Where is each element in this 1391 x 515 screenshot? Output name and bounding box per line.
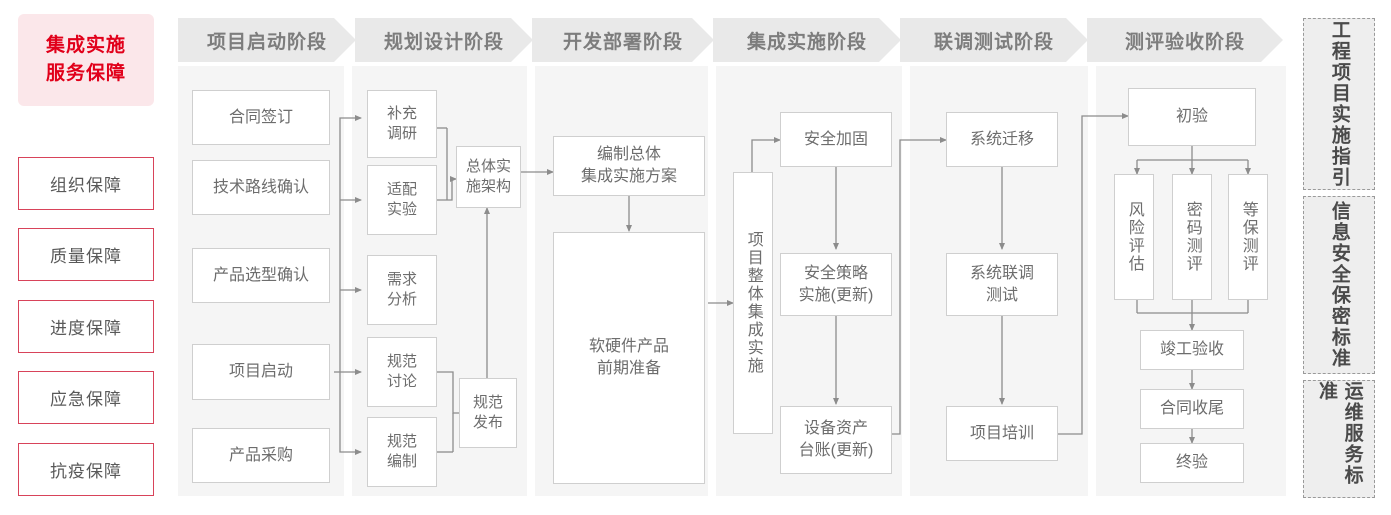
- sidebar-item-label: 质量保障: [50, 247, 122, 266]
- phase-header-joint-test[interactable]: 联调测试阶段: [900, 18, 1088, 62]
- node-classified-protection-evaluation[interactable]: 等保测评: [1228, 174, 1268, 300]
- node-project-kickoff[interactable]: 项目启动: [192, 344, 330, 400]
- node-label: 等保测评: [1239, 201, 1257, 273]
- node-standard-discussion[interactable]: 规范 讨论: [367, 337, 437, 407]
- phase-header-deploy[interactable]: 开发部署阶段: [532, 18, 714, 62]
- sidebar-item-label: 抗疫保障: [50, 462, 122, 481]
- node-label: 技术路线确认: [212, 178, 309, 196]
- node-label: 安全策略 实施(更新): [798, 264, 874, 304]
- node-label: 补充 调研: [386, 104, 417, 142]
- sidebar-item-schedule[interactable]: 进度保障: [18, 300, 154, 353]
- node-risk-assessment[interactable]: 风险评估: [1114, 174, 1154, 300]
- standard-label: 运维服务标准: [1316, 381, 1363, 486]
- node-label: 初验: [1175, 108, 1208, 126]
- node-standard-release[interactable]: 规范 发布: [459, 378, 517, 448]
- sidebar-item-emergency[interactable]: 应急保障: [18, 371, 154, 424]
- phase-header-acceptance[interactable]: 测评验收阶段: [1087, 18, 1283, 62]
- node-hardware-software-preparation[interactable]: 软硬件产品 前期准备: [553, 232, 705, 484]
- node-adaptation-experiment[interactable]: 适配 实验: [367, 165, 437, 235]
- node-overall-implementation-architecture[interactable]: 总体实 施架构: [456, 146, 521, 208]
- node-label: 产品采购: [228, 446, 293, 464]
- phase-header-label: 开发部署阶段: [562, 31, 683, 53]
- sidebar-item-quality[interactable]: 质量保障: [18, 228, 154, 281]
- sidebar-item-label: 进度保障: [50, 319, 122, 338]
- node-product-selection-confirm[interactable]: 产品选型确认: [192, 248, 330, 303]
- standard-engineering-implementation-guide[interactable]: 工程项目实施指引: [1303, 18, 1375, 190]
- node-standard-drafting[interactable]: 规范 编制: [367, 417, 437, 487]
- brand-title-box: 集成实施 服务保障: [18, 14, 154, 106]
- phase-header-integration[interactable]: 集成实施阶段: [713, 18, 901, 62]
- sidebar-item-label: 应急保障: [50, 390, 122, 409]
- node-label: 竣工验收: [1159, 341, 1224, 359]
- node-contract-closure[interactable]: 合同收尾: [1140, 389, 1244, 429]
- node-label: 需求 分析: [386, 270, 417, 308]
- node-supplementary-research[interactable]: 补充 调研: [367, 90, 437, 158]
- node-label: 适配 实验: [386, 180, 417, 218]
- node-label: 系统联调 测试: [969, 264, 1034, 304]
- node-label: 合同收尾: [1159, 400, 1224, 418]
- node-security-hardening[interactable]: 安全加固: [780, 112, 892, 167]
- phase-header-label: 规划设计阶段: [383, 31, 504, 53]
- node-label: 软硬件产品 前期准备: [588, 338, 669, 377]
- node-label: 密码测评: [1183, 201, 1201, 273]
- node-label: 编制总体 集成实施方案: [580, 146, 677, 185]
- node-tech-route-confirm[interactable]: 技术路线确认: [192, 160, 330, 215]
- standard-information-security-confidentiality[interactable]: 信息安全保密标准: [1303, 196, 1375, 374]
- phase-header-initiation[interactable]: 项目启动阶段: [178, 18, 356, 62]
- sidebar-item-epidemic[interactable]: 抗疫保障: [18, 443, 154, 496]
- node-requirement-analysis[interactable]: 需求 分析: [367, 255, 437, 325]
- sidebar-item-label: 组织保障: [50, 176, 122, 195]
- node-system-migration[interactable]: 系统迁移: [946, 112, 1058, 167]
- node-label: 系统迁移: [969, 130, 1034, 148]
- node-system-joint-debug-test[interactable]: 系统联调 测试: [946, 253, 1058, 316]
- phase-header-planning[interactable]: 规划设计阶段: [355, 18, 533, 62]
- phase-header-label: 联调测试阶段: [933, 31, 1054, 53]
- node-label: 风险评估: [1125, 201, 1143, 273]
- node-label: 安全加固: [803, 130, 868, 148]
- node-project-training[interactable]: 项目培训: [946, 406, 1058, 461]
- node-overall-project-integration[interactable]: 项目整体集成实施: [733, 172, 773, 434]
- node-asset-ledger-update[interactable]: 设备资产 台账(更新): [780, 406, 892, 474]
- node-product-procurement[interactable]: 产品采购: [192, 428, 330, 483]
- standard-label: 信息安全保密标准: [1328, 201, 1350, 369]
- node-completion-acceptance[interactable]: 竣工验收: [1140, 330, 1244, 370]
- node-label: 总体实 施架构: [465, 157, 511, 195]
- node-label: 设备资产 台账(更新): [798, 420, 874, 459]
- node-label: 规范 讨论: [386, 352, 417, 390]
- node-label: 规范 发布: [472, 393, 503, 431]
- sidebar-item-organization[interactable]: 组织保障: [18, 157, 154, 210]
- node-overall-integration-plan[interactable]: 编制总体 集成实施方案: [553, 136, 705, 196]
- node-label: 项目启动: [228, 363, 293, 381]
- brand-title-text: 集成实施 服务保障: [45, 35, 126, 84]
- node-label: 合同签订: [228, 108, 293, 126]
- node-security-policy-update[interactable]: 安全策略 实施(更新): [780, 253, 892, 316]
- node-label: 项目整体集成实施: [744, 231, 762, 375]
- node-cryptography-evaluation[interactable]: 密码测评: [1172, 174, 1212, 300]
- node-label: 产品选型确认: [212, 266, 309, 284]
- node-contract-signing[interactable]: 合同签订: [192, 90, 330, 145]
- standard-operation-maintenance-service[interactable]: 运维服务标准: [1303, 380, 1375, 498]
- standard-label: 工程项目实施指引: [1328, 20, 1350, 188]
- node-label: 规范 编制: [386, 432, 417, 470]
- phase-header-label: 测评验收阶段: [1124, 31, 1245, 53]
- node-label: 终验: [1175, 454, 1208, 472]
- phase-header-label: 集成实施阶段: [746, 31, 867, 53]
- node-final-acceptance[interactable]: 终验: [1140, 443, 1244, 483]
- node-initial-acceptance[interactable]: 初验: [1128, 88, 1256, 146]
- phase-header-label: 项目启动阶段: [206, 31, 327, 53]
- node-label: 项目培训: [969, 424, 1034, 442]
